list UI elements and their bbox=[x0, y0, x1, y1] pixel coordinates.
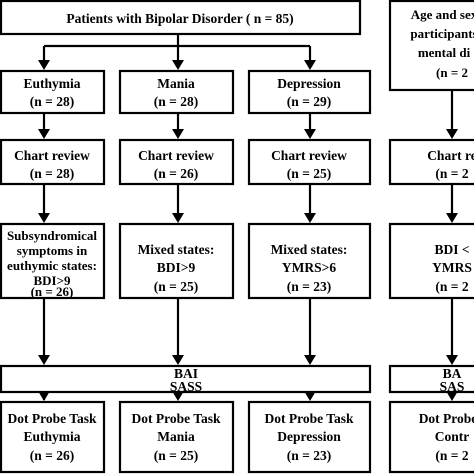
criteria-line-2: symptoms in bbox=[17, 243, 88, 258]
arrowhead bbox=[446, 213, 458, 223]
task-line-3: (n = 2 bbox=[435, 448, 468, 463]
task-line-3: (n = 25) bbox=[154, 448, 198, 463]
group-box-euthymia: Euthymia (n = 28) bbox=[0, 69, 106, 115]
control-top-line-3: mental di bbox=[418, 45, 471, 60]
task-line-1: Dot Probe bbox=[419, 411, 474, 426]
group-label: Mania bbox=[157, 76, 195, 91]
arrowhead bbox=[172, 355, 184, 365]
group-label: Euthymia bbox=[23, 76, 80, 91]
task-line-3: (n = 23) bbox=[287, 448, 331, 463]
criteria-euthymia: Subsyndromical symptoms in euthymic stat… bbox=[0, 222, 106, 300]
criteria-line-5: (n = 26) bbox=[31, 284, 74, 299]
task-mania: Dot Probe Task Mania (n = 25) bbox=[118, 400, 235, 474]
criteria-control: BDI < YMRS (n = 2 bbox=[388, 222, 474, 300]
arrowhead bbox=[304, 129, 316, 139]
task-line-1: Dot Probe Task bbox=[264, 411, 354, 426]
control-top-line-1: Age and sex bbox=[411, 7, 474, 22]
control-top-line-2: participants bbox=[410, 26, 474, 41]
arrowhead bbox=[446, 355, 458, 365]
criteria-line-3: euthymic states: bbox=[7, 258, 97, 273]
measures-line-2: SAS bbox=[440, 379, 465, 394]
task-euthymia: Dot Probe Task Euthymia (n = 26) bbox=[0, 400, 106, 474]
chart-review-control: Chart re (n = 2 bbox=[388, 138, 474, 186]
task-line-1: Dot Probe Task bbox=[7, 411, 97, 426]
chart-review-label: Chart review bbox=[138, 148, 214, 163]
task-line-2: Contr bbox=[435, 429, 470, 444]
chart-review-n: (n = 2 bbox=[435, 166, 468, 181]
criteria-line-2: YMRS bbox=[432, 260, 472, 275]
criteria-line-3: (n = 25) bbox=[154, 279, 198, 294]
chart-review-label: Chart re bbox=[427, 148, 474, 163]
arrowhead bbox=[172, 391, 184, 401]
group-box-mania: Mania (n = 28) bbox=[118, 69, 235, 115]
task-depression: Dot Probe Task Depression (n = 23) bbox=[247, 400, 372, 474]
chart-review-label: Chart review bbox=[271, 148, 347, 163]
chart-review-euthymia: Chart review (n = 28) bbox=[0, 138, 106, 186]
criteria-line-1: Mixed states: bbox=[271, 242, 348, 257]
task-line-1: Dot Probe Task bbox=[131, 411, 221, 426]
arrowhead bbox=[172, 213, 184, 223]
task-line-2: Euthymia bbox=[23, 429, 80, 444]
arrowhead bbox=[38, 391, 50, 401]
criteria-line-1: Mixed states: bbox=[138, 242, 215, 257]
task-control: Dot Probe Contr (n = 2 bbox=[388, 400, 474, 474]
arrowhead bbox=[304, 213, 316, 223]
criteria-line-1: BDI < bbox=[434, 242, 469, 257]
criteria-line-3: (n = 23) bbox=[287, 279, 331, 294]
criteria-line-4: BDI>9 bbox=[33, 273, 71, 288]
arrowhead bbox=[304, 60, 316, 70]
arrowhead bbox=[172, 129, 184, 139]
arrowhead bbox=[38, 60, 50, 70]
arrowhead bbox=[446, 391, 458, 401]
criteria-line-2: BDI>9 bbox=[157, 260, 196, 275]
top-box: Patients with Bipolar Disorder ( n = 85) bbox=[0, 0, 362, 36]
chart-review-depression: Chart review (n = 25) bbox=[247, 138, 372, 186]
arrowhead bbox=[38, 355, 50, 365]
measures-box-control: BA SAS bbox=[388, 364, 474, 394]
criteria-depression: Mixed states: YMRS>6 (n = 23) bbox=[247, 222, 372, 300]
group-label: Depression bbox=[277, 76, 341, 91]
arrowhead bbox=[304, 391, 316, 401]
arrowheads bbox=[38, 60, 458, 401]
chart-review-mania: Chart review (n = 26) bbox=[118, 138, 235, 186]
group-n: (n = 29) bbox=[287, 94, 331, 109]
measures-line-2: SASS bbox=[170, 379, 202, 394]
criteria-line-2: YMRS>6 bbox=[282, 260, 336, 275]
task-line-2: Mania bbox=[157, 429, 195, 444]
arrowhead bbox=[172, 60, 184, 70]
criteria-line-3: (n = 2 bbox=[435, 279, 468, 294]
arrowhead bbox=[446, 129, 458, 139]
top-box-label: Patients with Bipolar Disorder ( n = 85) bbox=[66, 11, 293, 26]
chart-review-n: (n = 26) bbox=[154, 166, 198, 181]
arrowhead bbox=[304, 355, 316, 365]
control-top-line-4: (n = 2 bbox=[436, 65, 468, 80]
task-line-2: Depression bbox=[277, 429, 341, 444]
chart-review-label: Chart review bbox=[14, 148, 90, 163]
chart-review-n: (n = 25) bbox=[287, 166, 331, 181]
criteria-line-1: Subsyndromical bbox=[7, 228, 97, 243]
control-top-box: Age and sex participants mental di (n = … bbox=[388, 0, 474, 92]
group-box-depression: Depression (n = 29) bbox=[247, 69, 372, 115]
arrowhead bbox=[38, 129, 50, 139]
group-n: (n = 28) bbox=[154, 94, 198, 109]
measures-line-1: BA bbox=[443, 366, 462, 381]
task-line-3: (n = 26) bbox=[30, 448, 74, 463]
measures-box: BAI SASS bbox=[0, 364, 372, 394]
arrowhead bbox=[38, 213, 50, 223]
chart-review-n: (n = 28) bbox=[30, 166, 74, 181]
criteria-mania: Mixed states: BDI>9 (n = 25) bbox=[118, 222, 235, 300]
measures-line-1: BAI bbox=[174, 366, 198, 381]
group-n: (n = 28) bbox=[30, 94, 74, 109]
